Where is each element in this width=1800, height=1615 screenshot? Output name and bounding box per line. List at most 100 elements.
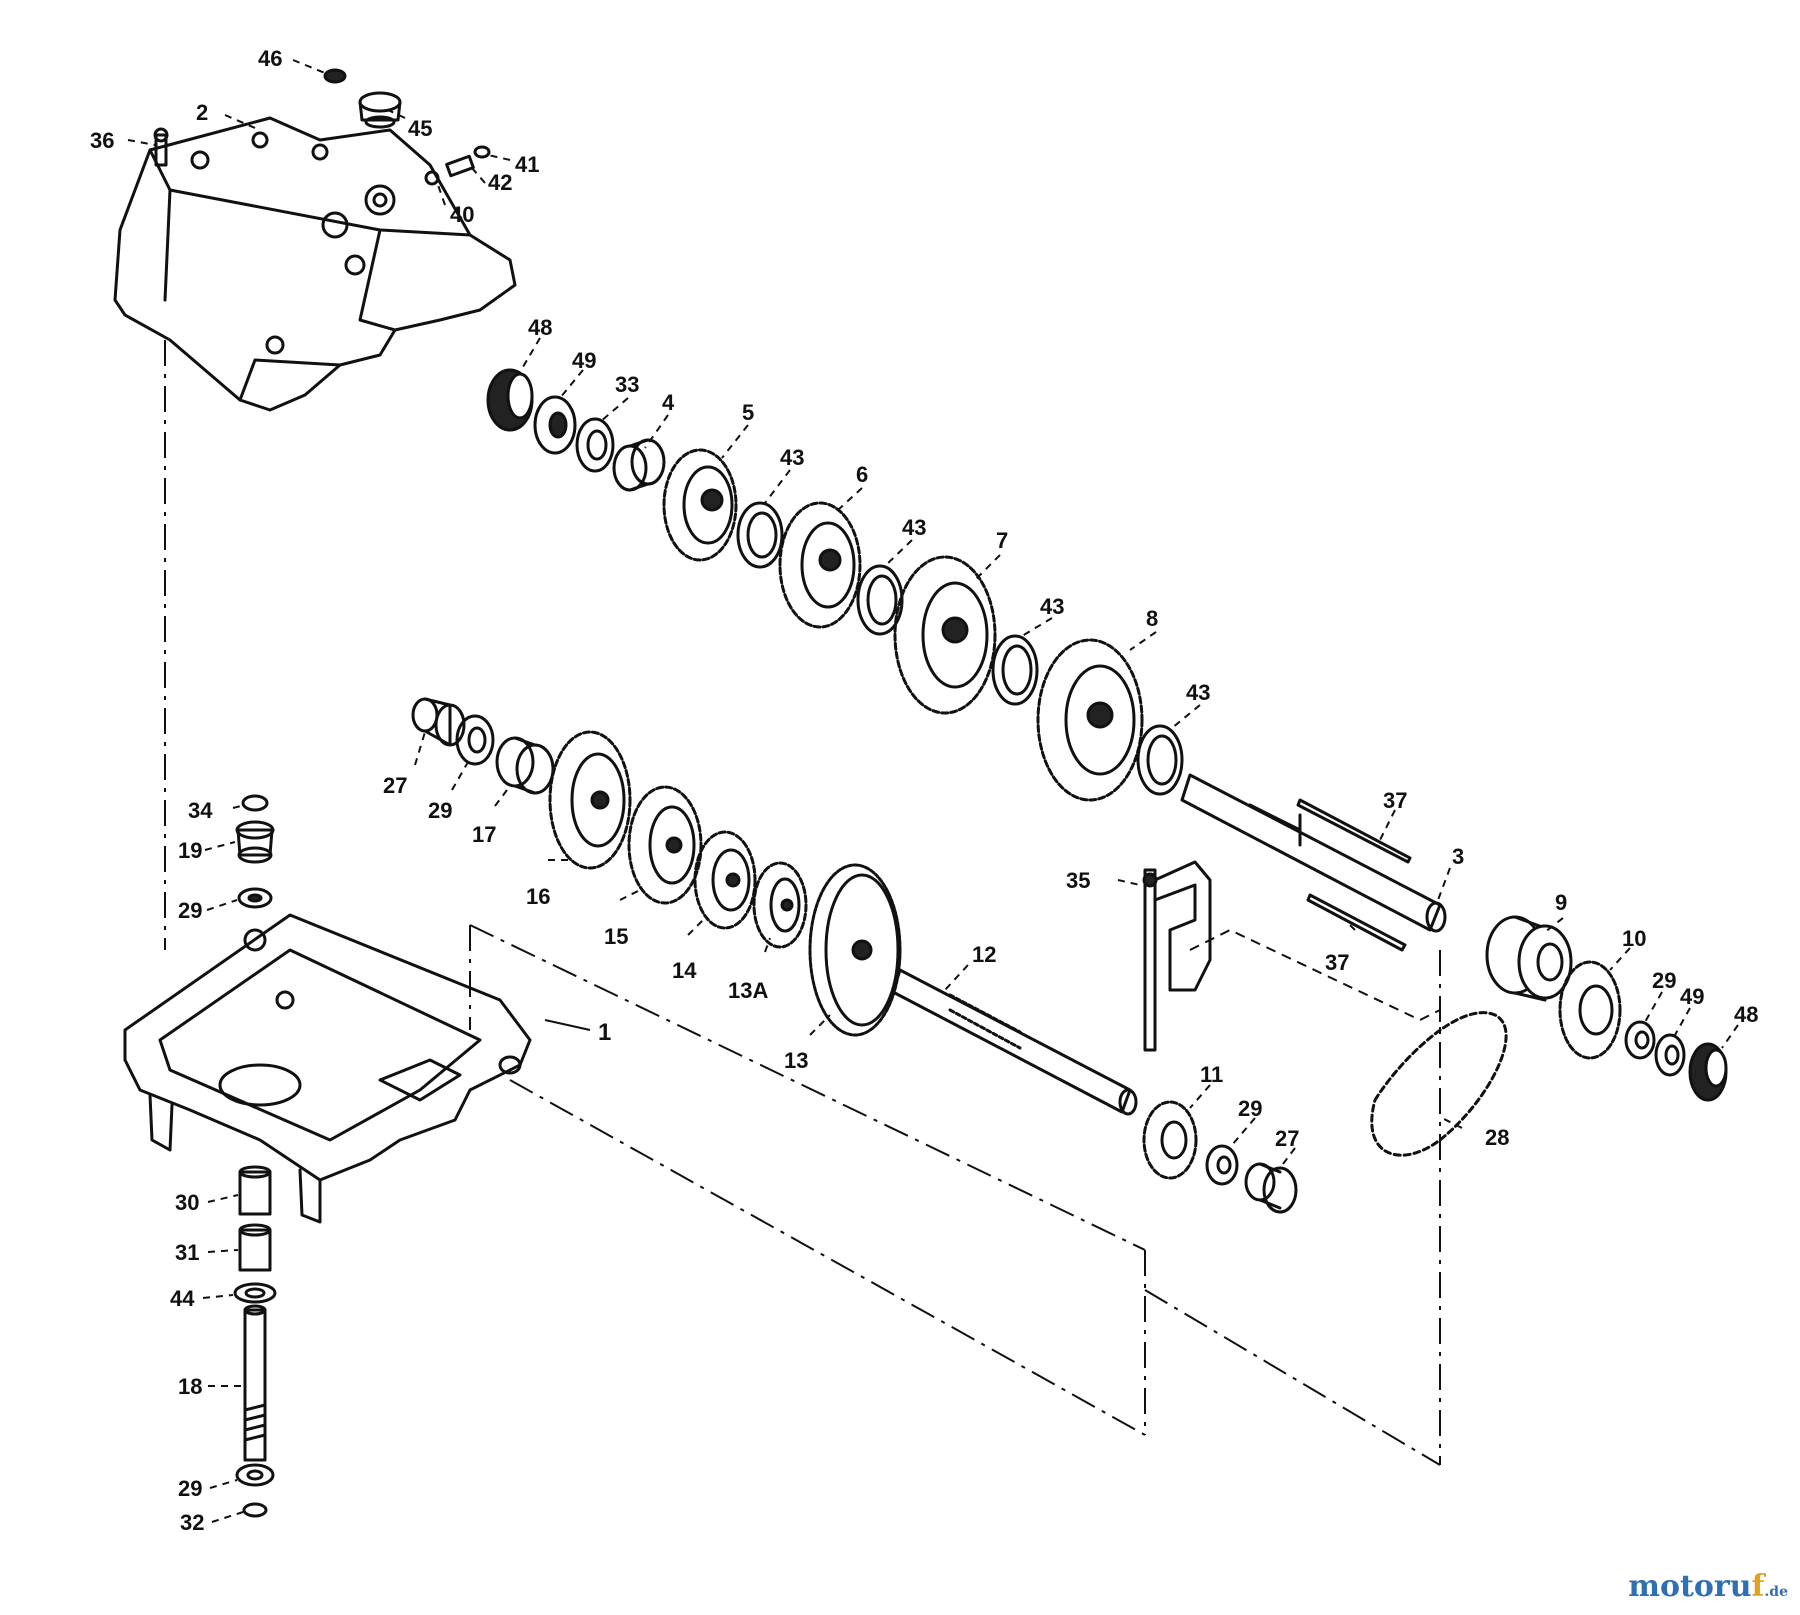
callout-label: 43 [780, 445, 804, 470]
washer-33 [575, 417, 615, 473]
callout-label: 43 [1186, 680, 1210, 705]
watermark-accent: f [1751, 1569, 1765, 1604]
bushing-4 [612, 438, 666, 492]
bushing-17 [495, 736, 555, 795]
callouts: 46 2 45 36 41 42 40 48 49 33 4 5 43 6 43… [90, 46, 1758, 1535]
sprocket-10 [1558, 960, 1622, 1060]
gear-19 [235, 820, 275, 864]
callout-label: 28 [1485, 1125, 1509, 1150]
bushing-27-left [411, 697, 466, 747]
spring-42 [445, 154, 475, 178]
gear-5 [662, 448, 738, 562]
callout-label: 45 [408, 116, 432, 141]
washer-43-b [856, 564, 904, 636]
callout-label: 29 [1652, 968, 1676, 993]
callout-label: 31 [175, 1240, 199, 1265]
callout-label: 29 [178, 1476, 202, 1501]
callout-label: 44 [170, 1286, 195, 1311]
housing-base [123, 913, 532, 1224]
callout-label: 2 [196, 100, 208, 125]
watermark-logo: motoruf.de [1628, 1569, 1788, 1604]
callout-label: 35 [1066, 868, 1090, 893]
callout-label: 49 [1680, 984, 1704, 1009]
gear-8 [1036, 638, 1144, 802]
shaft-3 [1180, 773, 1447, 933]
callout-label: 12 [972, 942, 996, 967]
pin-37-a [1296, 798, 1412, 864]
bearing-48-top [486, 368, 534, 432]
callout-label: 34 [188, 798, 213, 823]
gear-13 [808, 863, 902, 1037]
spring-41 [473, 145, 491, 159]
chain-28 [1370, 1011, 1508, 1157]
callout-label: 16 [526, 884, 550, 909]
clip-34 [241, 794, 269, 812]
gear-15 [627, 785, 703, 905]
callout-label: 4 [662, 390, 675, 415]
callout-label: 18 [178, 1374, 202, 1399]
washer-43-c [991, 634, 1039, 706]
housing-cover [113, 116, 517, 412]
callout-label: 1 [598, 1019, 611, 1046]
callout-label: 7 [996, 528, 1008, 553]
callout-label: 9 [1555, 890, 1567, 915]
callout-label: 43 [902, 515, 926, 540]
washer-44 [233, 1282, 277, 1304]
shaft-12 [891, 968, 1138, 1116]
callout-label: 17 [472, 822, 496, 847]
sprocket-11 [1142, 1100, 1198, 1180]
callout-label: 37 [1325, 950, 1349, 975]
washer-29-left [455, 714, 495, 766]
callout-label: 10 [1622, 926, 1646, 951]
oil-cap-45 [358, 91, 402, 129]
gear-16 [548, 730, 632, 870]
washer-43-a [736, 501, 784, 569]
washer-43-d [1136, 724, 1184, 796]
callout-label: 29 [1238, 1096, 1262, 1121]
callout-label: 29 [178, 898, 202, 923]
gear-13A [752, 861, 808, 949]
callout-label: 11 [1200, 1062, 1223, 1087]
callout-label: 8 [1146, 606, 1158, 631]
gear-7 [893, 555, 997, 715]
callout-label: 48 [1734, 1002, 1758, 1027]
bearing-48-right [1688, 1042, 1728, 1102]
callout-label: 27 [1275, 1126, 1299, 1151]
callout-label: 14 [672, 958, 697, 983]
screw-36 [153, 127, 169, 167]
callout-label: 46 [258, 46, 282, 71]
callout-label: 41 [515, 152, 539, 177]
bushing-9 [1485, 915, 1573, 1002]
shift-fork-35 [1142, 860, 1212, 1052]
callout-label: 3 [1452, 844, 1464, 869]
washer-49-top [533, 395, 577, 455]
washer-29-right [1624, 1020, 1656, 1060]
callout-label: 29 [428, 798, 452, 823]
watermark-suffix: .de [1764, 1584, 1788, 1600]
callout-label: 42 [488, 170, 512, 195]
callout-label: 40 [450, 202, 474, 227]
callout-label: 30 [175, 1190, 199, 1215]
callout-label: 49 [572, 348, 596, 373]
pin-37-b [1306, 893, 1407, 952]
gear-6 [778, 501, 862, 629]
callout-label: 48 [528, 315, 552, 340]
washer-46 [323, 68, 347, 84]
callout-label: 6 [856, 462, 868, 487]
callout-label: 32 [180, 1510, 204, 1535]
washer-29-small [237, 887, 273, 909]
watermark-brand: motoru [1628, 1569, 1752, 1604]
washer-49-right [1654, 1033, 1686, 1077]
bushing-27-right [1244, 1162, 1298, 1214]
bushing-30 [238, 1165, 272, 1216]
callout-label: 13 [784, 1048, 808, 1073]
callout-label: 37 [1383, 788, 1407, 813]
callout-label: 27 [383, 773, 407, 798]
bushing-31 [238, 1223, 272, 1272]
callout-label: 13A [728, 978, 768, 1003]
clip-32 [242, 1502, 268, 1518]
callout-label: 15 [604, 924, 628, 949]
washer-29-mid [1205, 1144, 1239, 1186]
callout-label: 36 [90, 128, 114, 153]
